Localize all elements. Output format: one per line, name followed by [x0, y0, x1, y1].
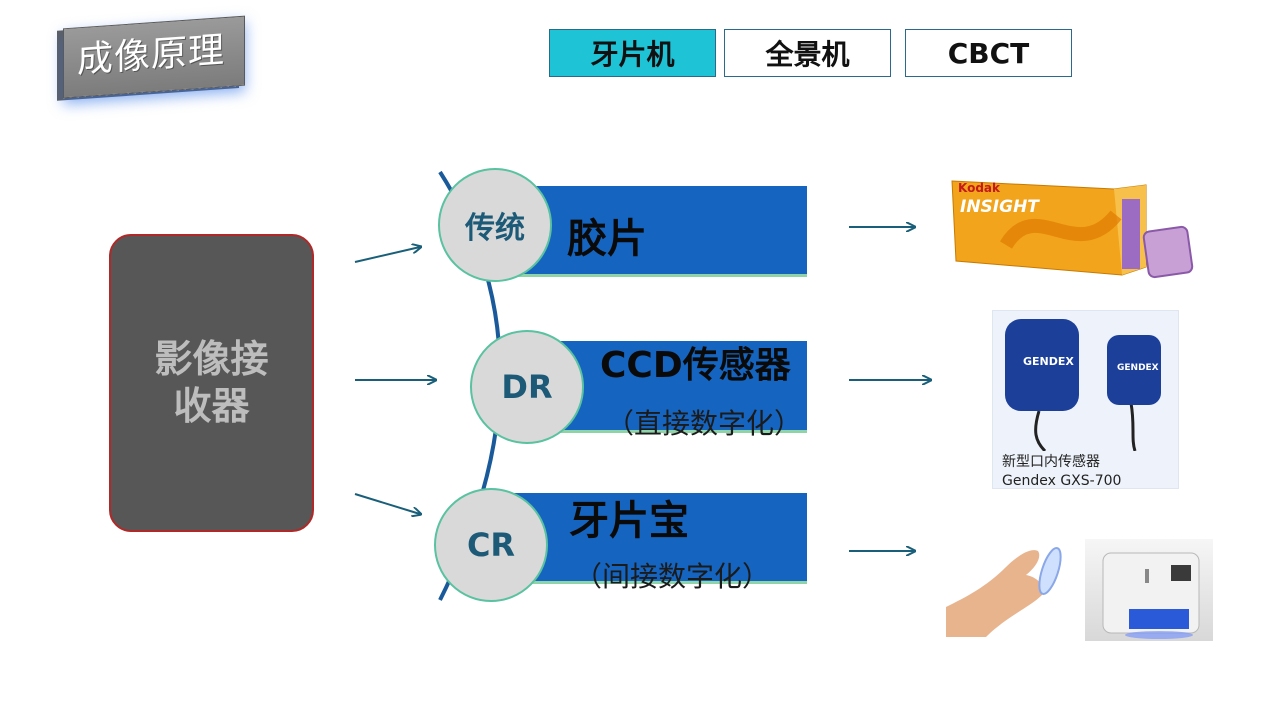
arrow-to-cr: [354, 493, 420, 514]
label-film: 胶片: [567, 216, 647, 262]
film-box-image: Kodak INSIGHT: [946, 175, 1196, 285]
tab-cbct[interactable]: CBCT: [905, 29, 1072, 77]
circle-traditional: 传统: [438, 168, 552, 282]
tab-dental-xray[interactable]: 牙片机: [549, 29, 716, 77]
tab-panoramic[interactable]: 全景机: [724, 29, 891, 77]
label-ccd-sub: （直接数字化）: [606, 407, 803, 440]
film-brand: Kodak: [958, 181, 1000, 195]
arrow-to-traditional: [354, 247, 420, 263]
receiver-label: 影像接收器: [154, 336, 269, 429]
circle-dr: DR: [470, 330, 584, 444]
label-cr-sub: （间接数字化）: [574, 560, 771, 593]
sensor-brand-large: GENDEX: [1023, 355, 1074, 368]
cr-plate-hand-image: [946, 537, 1074, 639]
film-product: INSIGHT: [960, 197, 1039, 217]
circle-cr: CR: [434, 488, 548, 602]
image-receiver-box: 影像接收器: [109, 234, 314, 532]
sensor-caption-1: 新型口内传感器: [1002, 454, 1100, 470]
sensor-brand-small: GENDEX: [1117, 363, 1159, 373]
sensor-caption-2: Gendex GXS-700: [1002, 473, 1122, 489]
sensor-image: GENDEX GENDEX 新型口内传感器 Gendex GXS-700: [992, 310, 1179, 489]
cr-scanner-image: [1085, 539, 1213, 641]
label-ccd: CCD传感器: [600, 345, 791, 386]
label-cr: 牙片宝: [569, 498, 689, 544]
